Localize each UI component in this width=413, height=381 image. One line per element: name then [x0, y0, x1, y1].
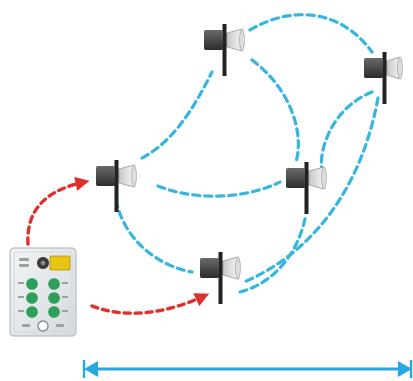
siren-node-3: [286, 162, 327, 214]
control-panel: [9, 247, 77, 337]
link-n4-n5: [242, 96, 380, 284]
siren-node-2: [204, 24, 245, 76]
siren-speaker-icon: [204, 24, 245, 76]
wireless-links: [114, 13, 380, 294]
trigger-to-n5: [90, 293, 210, 315]
link-n1-n2: [140, 70, 214, 160]
siren-speaker-icon: [286, 162, 327, 214]
trigger-links: [26, 176, 210, 315]
siren-node-5: [200, 252, 241, 304]
link-n2-n4: [248, 13, 374, 54]
siren-node-1: [96, 160, 137, 212]
siren-speaker-icon: [200, 252, 241, 304]
range-arrow: [82, 360, 413, 378]
control-panel-icon: [9, 247, 77, 337]
trigger-to-n1: [26, 176, 90, 246]
link-n2-n3: [250, 58, 300, 164]
siren-node-4: [364, 52, 403, 104]
siren-speaker-icon: [364, 52, 403, 104]
link-n5-n3: [238, 212, 308, 294]
siren-speaker-icon: [96, 160, 137, 212]
link-n1-n5: [114, 198, 194, 274]
link-n1-n3-middle: [156, 180, 282, 198]
link-n4-n3: [319, 90, 374, 174]
